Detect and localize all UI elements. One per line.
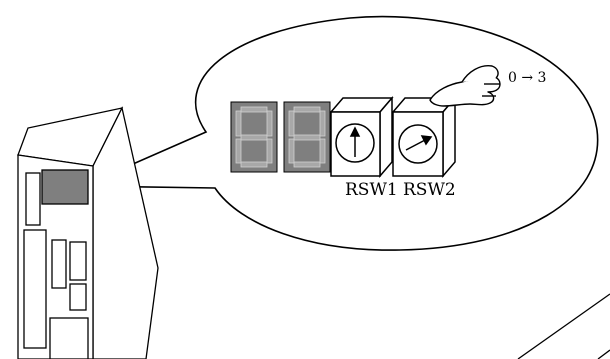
rsw1-label: RSW1 [345, 180, 398, 200]
drive-connector-c [69, 283, 87, 311]
drive-side-face [92, 106, 159, 359]
drive-terminal-block [49, 317, 89, 359]
drive-front-slot [25, 172, 41, 226]
rsw1-rotary-switch [329, 95, 394, 179]
rsw2-label: RSW2 [403, 180, 456, 200]
rsw1-pointer-arrow [349, 126, 361, 137]
seven-segment-digit-2 [283, 101, 331, 173]
bottom-right-edge [517, 293, 610, 359]
drive-connector-b [69, 241, 87, 281]
drive-unit [17, 106, 159, 359]
rsw2-pointer-arrow [420, 135, 433, 146]
rsw2-pointer [405, 138, 428, 151]
seven-segment-digit-1 [230, 101, 278, 173]
drive-connector-left [23, 229, 47, 349]
drive-connector-a [51, 239, 67, 289]
rsw2-side-face [442, 95, 456, 179]
rsw1-side-face [379, 95, 393, 179]
rsw2-rotary-switch [391, 95, 457, 179]
switch-change-label: 0 → 3 [508, 70, 547, 86]
hand-pointer-icon [429, 65, 501, 107]
drive-display-window [41, 169, 89, 205]
